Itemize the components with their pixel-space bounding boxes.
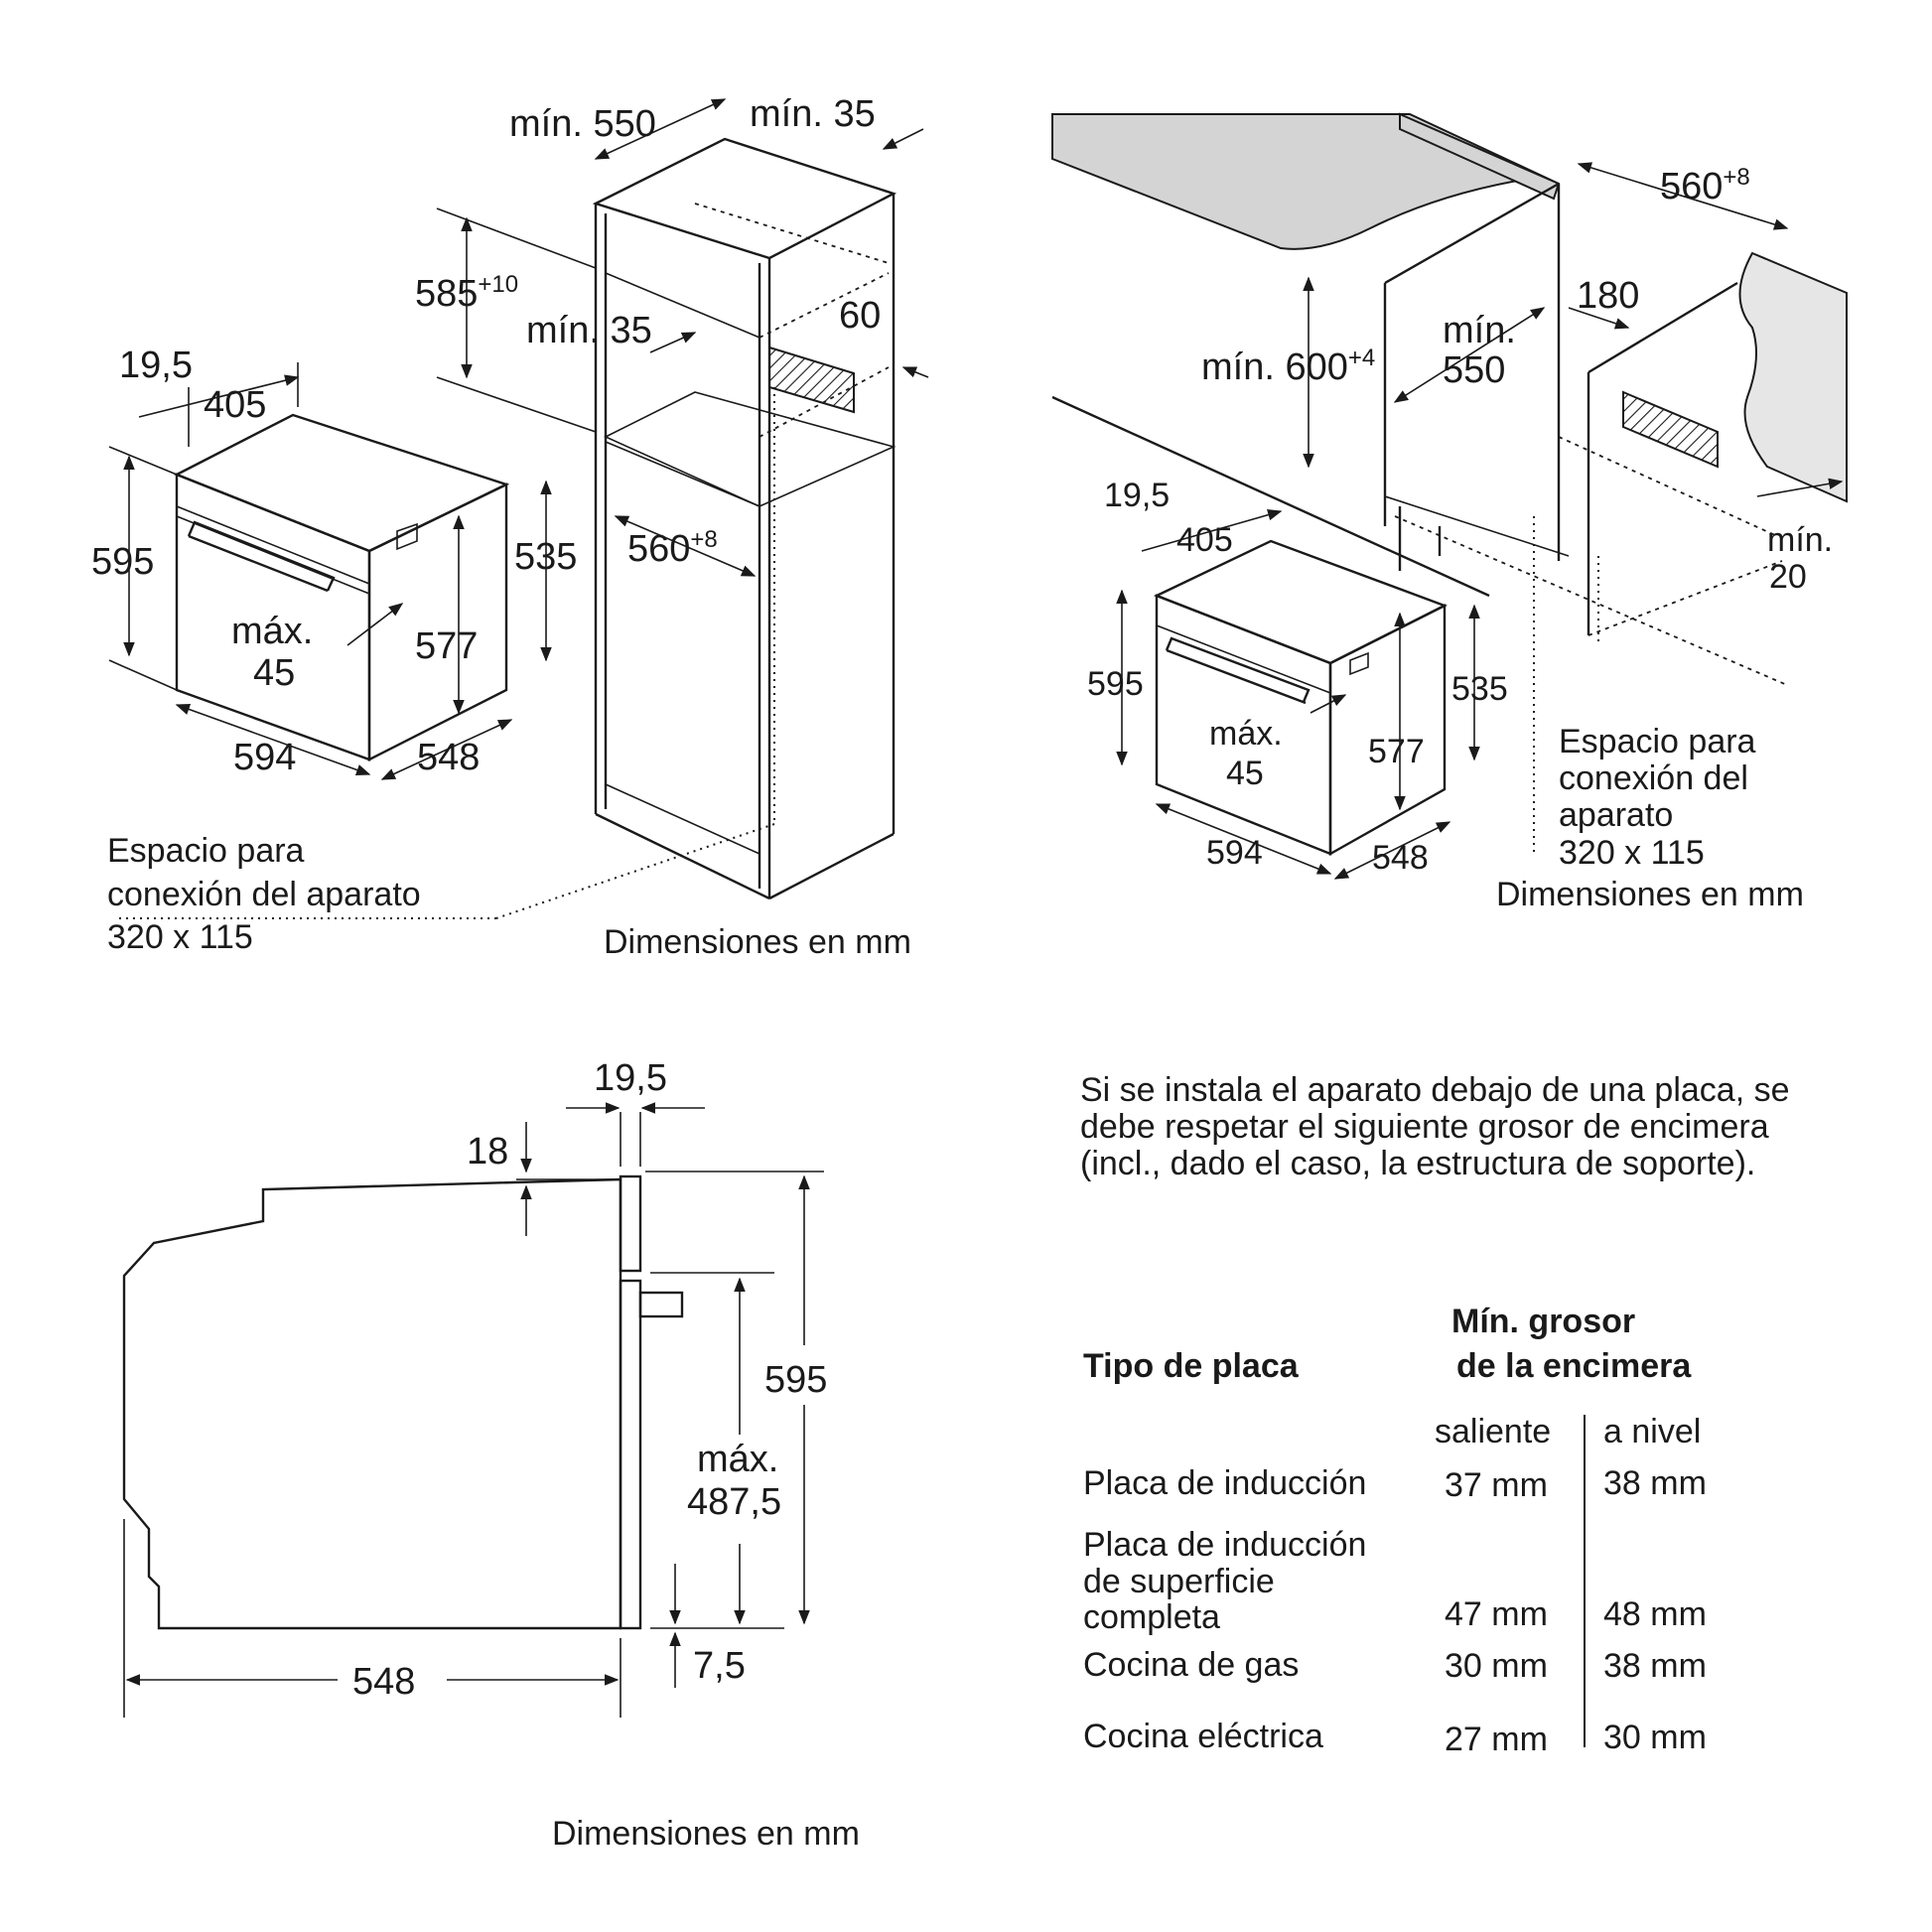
label2-600: mín. 600+4	[1201, 345, 1375, 388]
row-2-name-3: completa	[1083, 1598, 1220, 1636]
label2-550: 550	[1443, 349, 1505, 391]
label2-594: 594	[1206, 834, 1263, 872]
col-min-header-1: Mín. grosor	[1451, 1303, 1636, 1340]
row-2-a: 47 mm	[1445, 1595, 1548, 1633]
label2-19-5: 19,5	[1104, 477, 1170, 514]
label-units-1: Dimensiones en mm	[604, 923, 911, 961]
label-min35-mid: mín. 35	[526, 310, 652, 351]
label3-units: Dimensiones en mm	[552, 1815, 860, 1853]
col-min-header-2: de la encimera	[1456, 1347, 1692, 1385]
label-585: 585+10	[415, 271, 518, 315]
label2-577: 577	[1368, 733, 1425, 770]
label3-19-5: 19,5	[594, 1057, 667, 1099]
tall-cabinet	[119, 137, 897, 919]
label2-min20b: 20	[1769, 558, 1807, 596]
row-1-a: 37 mm	[1445, 1466, 1548, 1504]
label2-595: 595	[1087, 665, 1144, 703]
label-conn-1: Espacio para	[107, 832, 305, 870]
row-1-b: 38 mm	[1603, 1464, 1707, 1502]
label3-18: 18	[467, 1131, 508, 1173]
col-type-header: Tipo de placa	[1083, 1347, 1299, 1385]
row-4-name: Cocina eléctrica	[1083, 1718, 1323, 1755]
label2-180: 180	[1577, 275, 1639, 317]
sub-header-a: saliente	[1435, 1413, 1552, 1450]
label2-conn-2: conexión del	[1559, 759, 1748, 797]
row-4-b: 30 mm	[1603, 1719, 1707, 1756]
label2-548: 548	[1372, 839, 1429, 877]
label-560: 560+8	[627, 526, 718, 570]
label3-487: 487,5	[687, 1481, 781, 1523]
label2-535: 535	[1451, 670, 1508, 708]
label2-560: 560+8	[1660, 164, 1750, 207]
dims-fig1	[108, 98, 929, 780]
label3-595: 595	[764, 1359, 827, 1401]
oven-left	[174, 413, 510, 761]
label2-conn-3: aparato	[1559, 796, 1673, 834]
row-1-name: Placa de inducción	[1083, 1464, 1367, 1502]
label2-conn-4: 320 x 115	[1559, 834, 1705, 872]
label-405: 405	[204, 384, 266, 426]
label-conn-3: 320 x 115	[107, 918, 253, 956]
row-3-name: Cocina de gas	[1083, 1646, 1300, 1684]
label2-max: máx.	[1209, 715, 1283, 753]
figure-under-counter: 560+8 180 mín. 550 mín. 600+4 19,5 405 5…	[1051, 112, 1848, 913]
table-intro: Si se instala el aparato debajo de una p…	[1080, 1071, 1790, 1182]
column-divider	[1584, 1415, 1586, 1747]
label2-conn-1: Espacio para	[1559, 723, 1756, 760]
label3-7-5: 7,5	[693, 1645, 746, 1687]
label-45: 45	[253, 652, 295, 694]
row-4-a: 27 mm	[1445, 1721, 1548, 1758]
row-2-name-2: de superficie	[1083, 1563, 1275, 1600]
thickness-table: Tipo de placa Mín. grosor de la encimera…	[1080, 1072, 1795, 1787]
label-19-5: 19,5	[119, 345, 193, 386]
row-2-b: 48 mm	[1603, 1595, 1707, 1633]
label2-units: Dimensiones en mm	[1496, 876, 1804, 913]
row-3-b: 38 mm	[1603, 1647, 1707, 1685]
label-577: 577	[415, 625, 478, 667]
row-2-name-1: Placa de inducción	[1083, 1526, 1367, 1564]
label-595: 595	[91, 541, 154, 583]
figure-tall-cabinet: mín. 550 mín. 35 585+10 mín. 35 60 19,5 …	[91, 93, 929, 961]
label-535: 535	[514, 536, 577, 578]
label-conn-2: conexión del aparato	[107, 876, 421, 913]
label-min35-top: mín. 35	[750, 93, 876, 135]
sub-header-b: a nivel	[1603, 1413, 1702, 1450]
label-60: 60	[839, 295, 881, 337]
label2-min20a: mín.	[1767, 521, 1833, 559]
figure-side-section: 19,5 18 595 máx. 487,5 7,5 548 Dimension…	[122, 1057, 860, 1853]
label2-min: mín.	[1443, 310, 1516, 351]
label3-548: 548	[352, 1661, 415, 1703]
row-3-a: 30 mm	[1445, 1647, 1548, 1685]
label-548: 548	[417, 737, 480, 778]
label-594: 594	[233, 737, 296, 778]
label2-45: 45	[1226, 755, 1264, 792]
label2-405: 405	[1176, 521, 1233, 559]
label-max: máx.	[231, 611, 313, 652]
label-min550: mín. 550	[509, 103, 656, 145]
label3-max: máx.	[697, 1439, 778, 1480]
